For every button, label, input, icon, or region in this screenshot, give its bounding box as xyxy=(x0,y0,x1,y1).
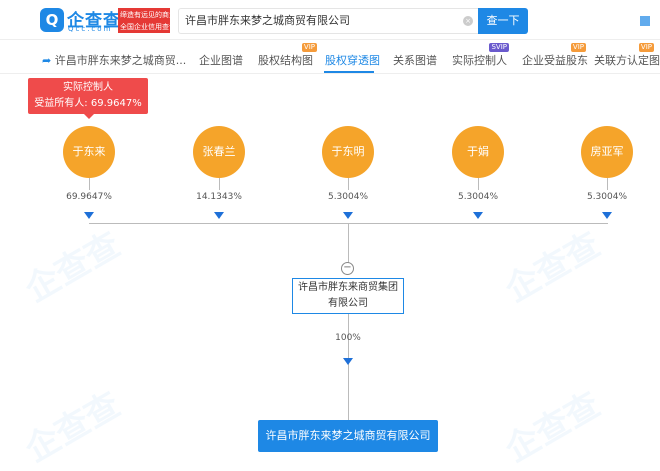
tab-beneficiary[interactable]: 企业受益股东 VIP xyxy=(522,43,588,68)
controller-tooltip: 实际控制人受益所有人: 69.9647% xyxy=(28,78,148,119)
slogan-line: 缔造有远见的商业传奇 xyxy=(120,11,170,19)
share-percent: 14.1343% xyxy=(196,192,242,202)
arrow-down-icon xyxy=(343,212,353,219)
watermark: 企查查 xyxy=(18,384,127,471)
back-link[interactable]: ➦ 许昌市胖东来梦之城商贸... xyxy=(42,54,187,67)
tab-bar: ➦ 许昌市胖东来梦之城商贸... 企业图谱 股权结构图 VIP 股权穿透图 关系图… xyxy=(0,42,660,74)
share-percent: 5.3004% xyxy=(327,192,369,202)
shareholder-node[interactable]: 于东来 xyxy=(63,126,115,178)
active-tab-indicator xyxy=(324,71,374,73)
tooltip-detail: 受益所有人: 69.9647% xyxy=(34,98,142,109)
vip-badge: VIP xyxy=(301,43,317,52)
tab-relation-graph[interactable]: 关系图谱 xyxy=(393,54,437,67)
tab-label: 关联方认定图 xyxy=(594,54,660,67)
slogan-line: 全国企业信用查询系统 xyxy=(120,23,170,31)
app-icon[interactable] xyxy=(640,16,650,26)
share-percent: 5.3004% xyxy=(586,192,628,202)
connector-vertical xyxy=(219,178,220,190)
tab-enterprise-graph[interactable]: 企业图谱 xyxy=(199,54,243,67)
shareholder-node[interactable]: 房亚军 xyxy=(581,126,633,178)
svip-badge: SVIP xyxy=(489,43,509,52)
connector-vertical xyxy=(348,314,349,420)
arrow-down-icon xyxy=(343,358,353,365)
tab-equity-structure[interactable]: 股权结构图 VIP xyxy=(258,43,317,68)
watermark: 企查查 xyxy=(18,224,127,311)
arrow-down-icon xyxy=(84,212,94,219)
vip-badge: VIP xyxy=(638,43,654,52)
tab-label: 股权结构图 xyxy=(258,54,313,67)
shareholder-node[interactable]: 张春兰 xyxy=(193,126,245,178)
watermark: 企查查 xyxy=(498,384,607,471)
tooltip-title: 实际控制人 xyxy=(63,82,113,93)
logo-icon[interactable]: Q xyxy=(40,8,64,32)
share-percent: 69.9647% xyxy=(66,192,112,202)
group-name: 许昌市胖东来商贸集团 xyxy=(298,282,398,293)
slogan: 缔造有远见的商业传奇全国企业信用查询系统 xyxy=(118,8,170,33)
search-button[interactable]: 查一下 xyxy=(478,8,528,34)
tab-label: 企业受益股东 xyxy=(522,54,588,67)
logo-text[interactable]: 企查查 xyxy=(67,11,121,31)
arrow-down-icon xyxy=(473,212,483,219)
connector-vertical xyxy=(89,178,90,190)
share-percent: 100% xyxy=(335,333,361,343)
back-label: 许昌市胖东来梦之城商贸... xyxy=(54,54,187,67)
target-company-node[interactable]: 许昌市胖东来梦之城商贸有限公司 xyxy=(258,420,438,452)
shareholder-node[interactable]: 于东明 xyxy=(322,126,374,178)
arrow-down-icon xyxy=(602,212,612,219)
share-percent: 5.3004% xyxy=(457,192,499,202)
group-company-node[interactable]: 许昌市胖东来商贸集团有限公司 xyxy=(292,278,404,314)
shareholder-node[interactable]: 于娟 xyxy=(452,126,504,178)
connector-vertical xyxy=(478,178,479,190)
tab-equity-penetration[interactable]: 股权穿透图 xyxy=(325,54,380,67)
minus-circle-icon[interactable]: − xyxy=(341,262,354,275)
logo-sub: Qcc.com xyxy=(68,25,113,33)
tab-actual-controller[interactable]: 实际控制人 SVIP xyxy=(452,43,509,68)
tab-label: 实际控制人 xyxy=(452,54,507,67)
watermark: 企查查 xyxy=(498,224,607,311)
connector-vertical xyxy=(348,223,349,263)
tab-related-party[interactable]: 关联方认定图 VIP xyxy=(594,43,660,68)
arrow-down-icon xyxy=(214,212,224,219)
group-name: 有限公司 xyxy=(328,298,368,309)
vip-badge: VIP xyxy=(570,43,586,52)
connector-vertical xyxy=(607,178,608,190)
search-input[interactable]: 许昌市胖东来梦之城商贸有限公司 xyxy=(178,8,478,34)
clear-icon[interactable]: × xyxy=(463,16,473,26)
connector-vertical xyxy=(348,178,349,190)
